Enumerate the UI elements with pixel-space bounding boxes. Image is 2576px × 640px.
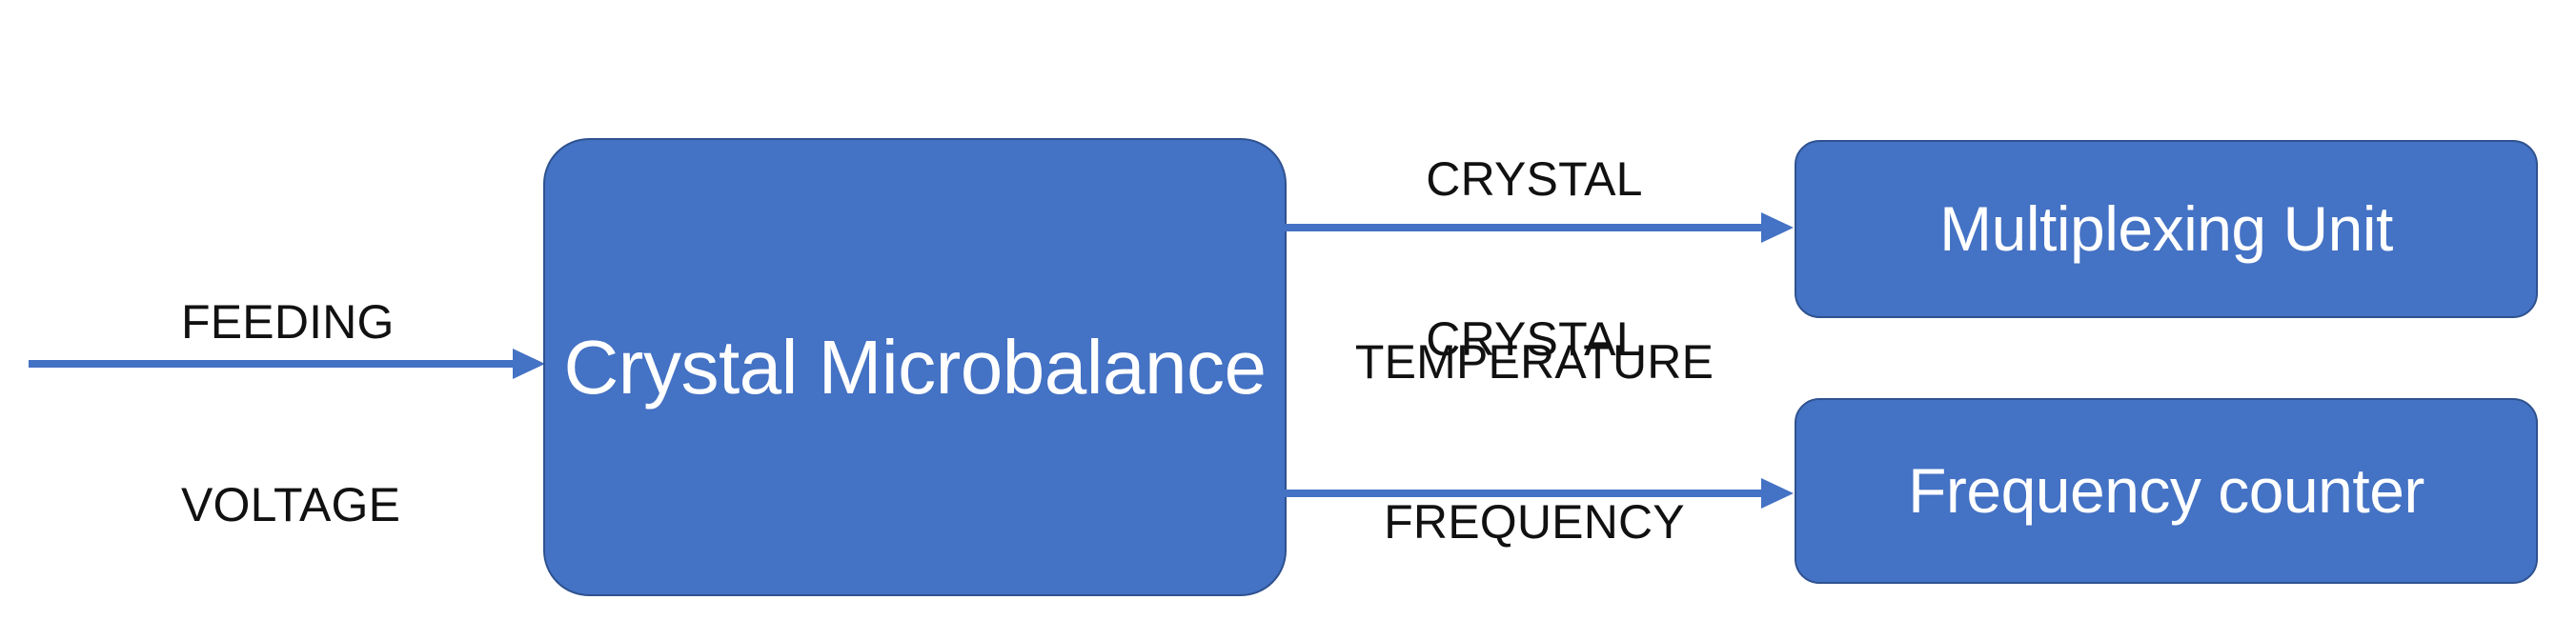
arrowhead-feeding-voltage bbox=[513, 349, 545, 379]
connector-label-feeding-voltage: FEEDING VOLTAGE bbox=[181, 170, 400, 640]
node-crystal-microbalance-label-line-2: Microbalance bbox=[818, 324, 1267, 410]
connector-label-crystal-temperature-line-1: CRYSTAL bbox=[1426, 152, 1643, 206]
node-crystal-microbalance-label-line-1: Crystal bbox=[563, 324, 799, 410]
connector-arrow-crystal-frequency bbox=[1283, 478, 1794, 509]
connector-label-crystal-temperature-line-2: TEMPERATURE bbox=[1354, 335, 1714, 389]
connector-arrow-feeding-voltage bbox=[29, 349, 545, 379]
node-multiplexing-unit-label: Multiplexing Unit bbox=[1939, 192, 2393, 264]
arrowhead-crystal-frequency bbox=[1761, 478, 1794, 509]
node-crystal-microbalance[interactable]: Crystal Microbalance bbox=[543, 138, 1287, 596]
connector-label-crystal-frequency-line-2: FREQUENCY bbox=[1384, 495, 1685, 549]
connector-label-feeding-voltage-line-1: FEEDING bbox=[181, 295, 395, 349]
node-multiplexing-unit[interactable]: Multiplexing Unit bbox=[1795, 140, 2538, 318]
node-frequency-counter-label: Frequency counter bbox=[1908, 454, 2424, 526]
node-crystal-microbalance-label: Crystal Microbalance bbox=[564, 325, 1267, 410]
node-frequency-counter[interactable]: Frequency counter bbox=[1795, 398, 2538, 584]
connector-arrow-crystal-temperature bbox=[1283, 212, 1794, 243]
connector-label-feeding-voltage-line-2: VOLTAGE bbox=[181, 478, 401, 531]
connector-label-crystal-frequency: CRYSTAL FREQUENCY bbox=[1384, 187, 1685, 640]
arrowhead-crystal-temperature bbox=[1761, 212, 1794, 243]
connector-label-crystal-temperature: CRYSTAL TEMPERATURE bbox=[1355, 27, 1714, 514]
connector-label-crystal-frequency-line-1: CRYSTAL bbox=[1426, 312, 1643, 366]
